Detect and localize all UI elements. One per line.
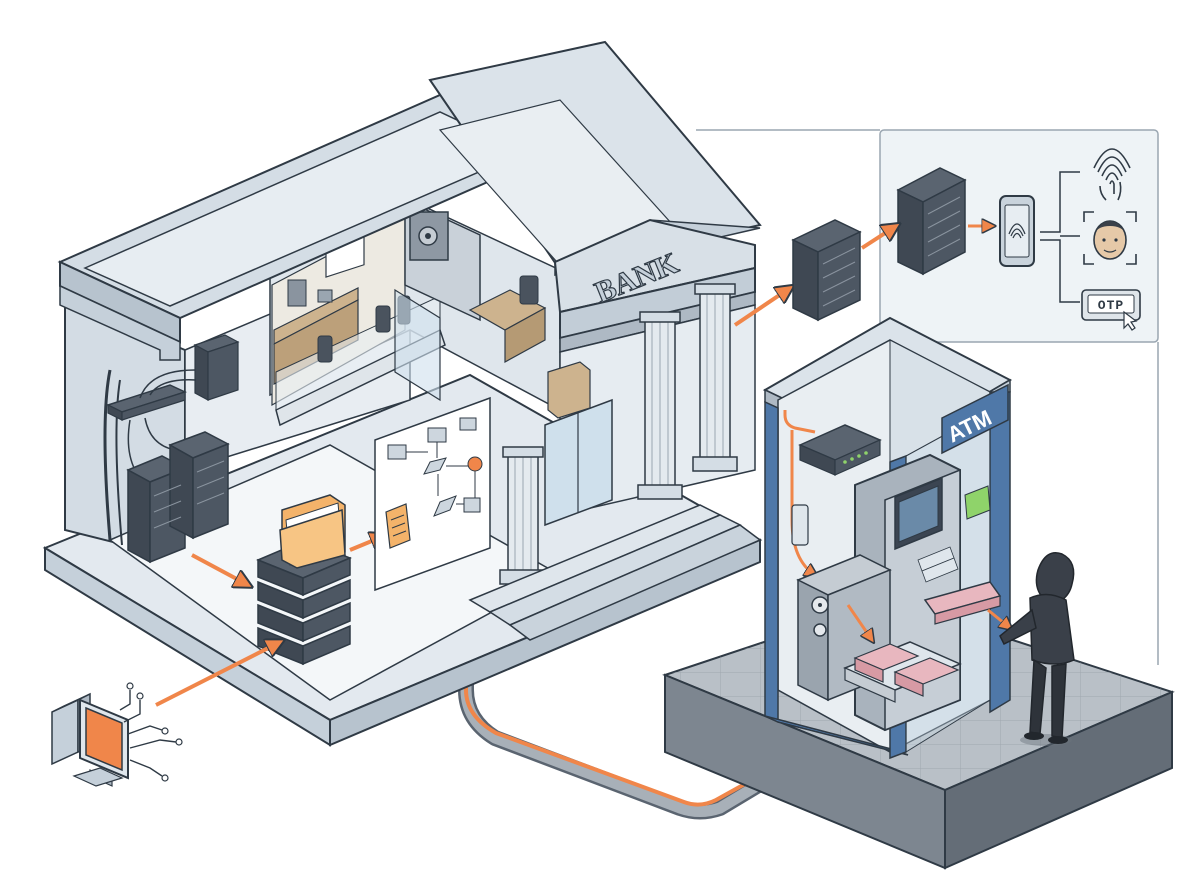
wall-router-icon [193,334,240,402]
bank-building: BANK [42,40,763,747]
face-scan-icon [1083,211,1137,265]
auth-server-icon [896,167,967,276]
authentication-panel: OTP [696,129,1159,665]
server-rack-icon [126,431,230,564]
atm-keypad [917,546,959,583]
smartphone-fingerprint-icon [999,195,1035,267]
document-icon [385,503,411,549]
server-room [103,334,240,564]
underground-conduit [458,637,788,820]
manager-desk [468,275,547,364]
safe-icon [404,198,481,322]
flowchart-icon [374,396,491,592]
cash-stack-icon [843,641,962,703]
atm-network-switch-icon [798,424,882,476]
hacker-computer-icon [51,682,183,787]
otp-icon: OTP [1081,289,1141,331]
bank-columns [499,283,738,585]
auth-connector-lines [1040,171,1080,303]
person-hooded-icon [999,552,1075,746]
cash-dispenser-mechanism [796,554,892,702]
network-server-icon [791,219,862,322]
fingerprint-icon [1093,148,1131,201]
atm-kiosk: ATM [662,316,1175,870]
folder-icon [279,494,346,569]
network-switch-icon [106,384,188,421]
otp-label: OTP [1098,298,1124,313]
